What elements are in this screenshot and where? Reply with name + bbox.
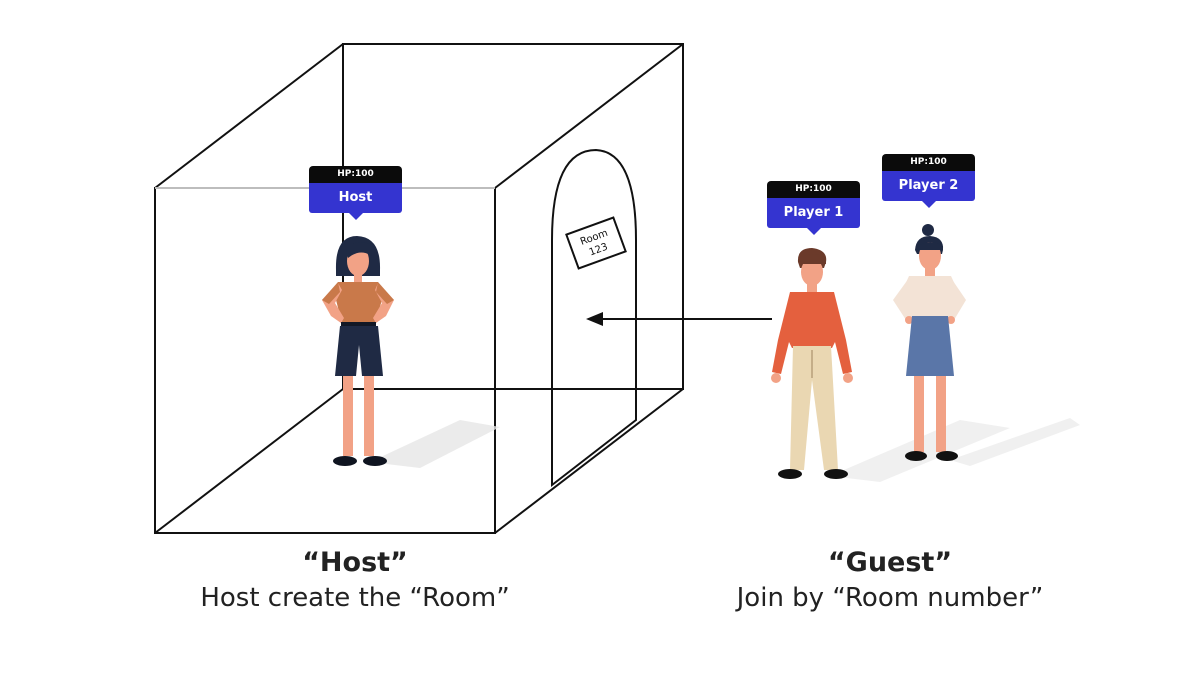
host-figure-icon bbox=[322, 236, 394, 466]
host-caption-subtitle: Host create the “Room” bbox=[200, 583, 510, 613]
player2-bubble: HP:100 Player 2 bbox=[882, 154, 975, 208]
door-arch-icon bbox=[551, 148, 637, 488]
guest-caption-subtitle: Join by “Room number” bbox=[736, 583, 1044, 613]
shadows bbox=[370, 418, 1080, 482]
host-caption: “Host” Host create the “Room” bbox=[160, 545, 550, 615]
guest-caption-title: “Guest” bbox=[827, 547, 953, 578]
player1-name-label: Player 1 bbox=[767, 198, 860, 235]
host-caption-title: “Host” bbox=[302, 547, 408, 578]
player2-name-label: Player 2 bbox=[882, 171, 975, 208]
player2-hp-label: HP:100 bbox=[882, 154, 975, 171]
player1-bubble: HP:100 Player 1 bbox=[767, 181, 860, 235]
host-hp-label: HP:100 bbox=[309, 166, 402, 183]
player1-hp-label: HP:100 bbox=[767, 181, 860, 198]
door-sign: Room 123 bbox=[565, 216, 627, 270]
guest-caption: “Guest” Join by “Room number” bbox=[700, 545, 1080, 615]
player1-figure-icon bbox=[771, 248, 853, 479]
player2-figure-icon bbox=[893, 224, 966, 461]
host-name-label: Host bbox=[309, 183, 402, 220]
join-arrow-icon bbox=[586, 312, 772, 326]
host-bubble: HP:100 Host bbox=[309, 166, 402, 220]
